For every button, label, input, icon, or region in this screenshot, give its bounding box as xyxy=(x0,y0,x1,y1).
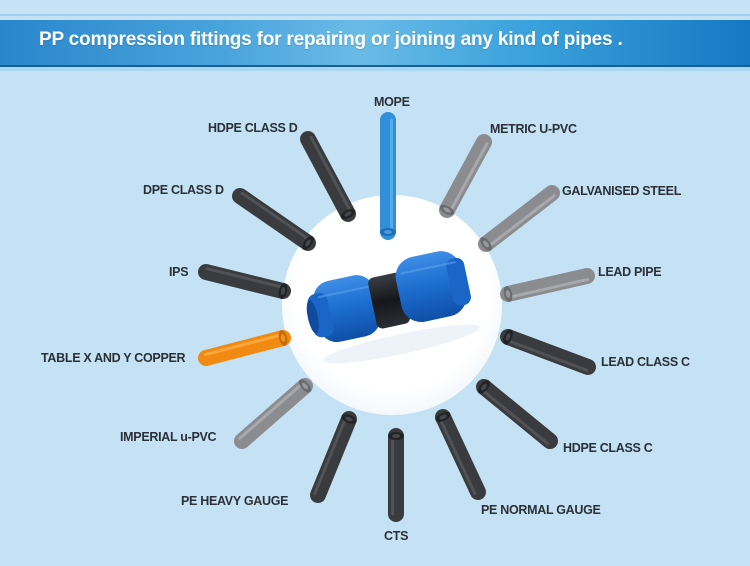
pipe-label-ips: IPS xyxy=(169,265,189,279)
pipe-label-lead-class-c: LEAD CLASS C xyxy=(601,355,690,369)
pipe-label-metric-u-pvc: METRIC U-PVC xyxy=(490,122,577,136)
pipe-metric-u-pvc xyxy=(439,134,492,218)
compression-fitting-icon xyxy=(306,251,480,364)
pipe-label-galvanised-steel: GALVANISED STEEL xyxy=(562,184,682,198)
pipe-hdpe-class-d xyxy=(300,131,356,222)
pipe-mope xyxy=(380,112,396,240)
banner-underline xyxy=(0,67,750,71)
pipe-galvanised-steel xyxy=(478,185,560,252)
pipe-label-mope: MOPE xyxy=(374,95,410,109)
pipe-label-imperial-u-pvc: IMPERIAL u-PVC xyxy=(120,430,217,444)
pipe-label-cts: CTS xyxy=(384,529,409,543)
pipe-label-pe-normal-gauge: PE NORMAL GAUGE xyxy=(481,503,601,517)
pipe-label-lead-pipe: LEAD PIPE xyxy=(598,265,662,279)
pipe-pe-heavy-gauge xyxy=(310,411,357,503)
pipe-lead-class-c xyxy=(500,329,596,375)
top-strip xyxy=(0,0,750,16)
pipe-label-dpe-class-d: DPE CLASS D xyxy=(143,183,224,197)
pipe-label-hdpe-class-d: HDPE CLASS D xyxy=(208,121,298,135)
pipe-label-hdpe-class-c: HDPE CLASS C xyxy=(563,441,653,455)
pipe-pe-normal-gauge xyxy=(435,409,486,500)
pipe-cts xyxy=(388,428,404,522)
pipe-dpe-class-d xyxy=(232,188,316,251)
banner-title: PP compression fittings for repairing or… xyxy=(39,29,623,50)
header-banner: PP compression fittings for repairing or… xyxy=(0,20,750,67)
pipe-hdpe-class-c xyxy=(476,379,558,449)
pipe-lead-pipe xyxy=(500,268,595,302)
pipe-label-pe-heavy-gauge: PE HEAVY GAUGE xyxy=(181,494,289,508)
pipe-label-table-x-and-y-copper: TABLE X AND Y COPPER xyxy=(41,351,186,365)
pipe-ips xyxy=(198,264,291,299)
pipe-table-x-and-y-copper xyxy=(198,330,291,366)
pipe-imperial-u-pvc xyxy=(234,378,313,449)
